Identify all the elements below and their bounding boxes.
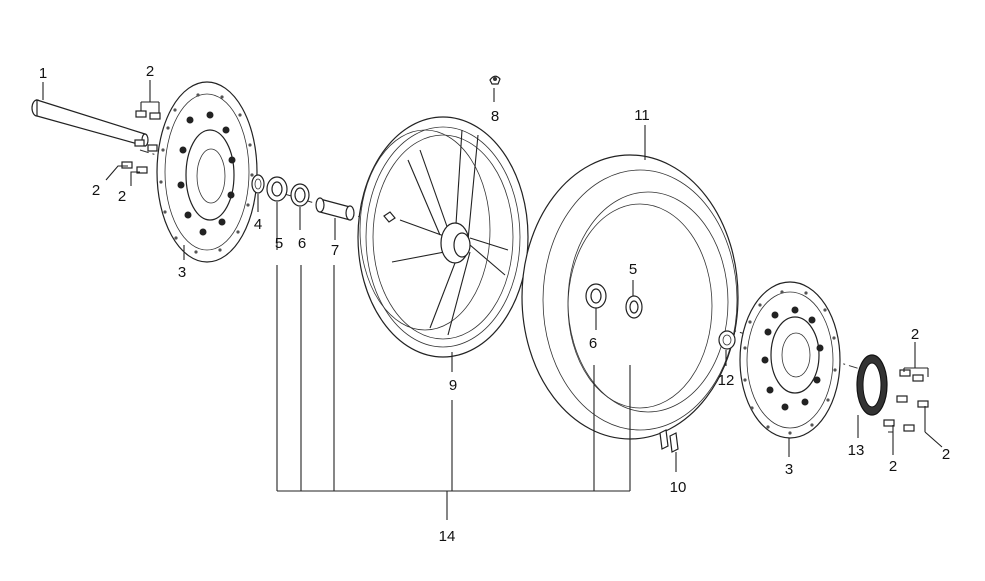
- callout-labels: 1 2 2 2 3 4 5 6 7 8 11 5 6 9 12 2 13 3 2…: [39, 63, 950, 545]
- callout-5-left: 5: [275, 235, 283, 252]
- collar: [315, 197, 355, 221]
- oil-seal-right: [625, 295, 643, 319]
- callout-3-left: 3: [178, 264, 186, 281]
- callout-7: 7: [331, 242, 339, 259]
- oil-seal-left: [266, 176, 288, 202]
- axle-shaft: [31, 99, 149, 147]
- callout-12: 12: [718, 372, 735, 389]
- tone-ring: [856, 354, 888, 416]
- disc-bolts-right: [883, 369, 929, 432]
- callout-11: 11: [634, 107, 650, 124]
- balance-weights: [659, 429, 679, 453]
- callout-2-left-a: 2: [92, 182, 100, 199]
- bearing-left: [290, 183, 310, 207]
- brake-disc-right: [739, 281, 841, 439]
- callout-9: 9: [449, 377, 457, 394]
- callout-1: 1: [39, 65, 47, 82]
- callout-10: 10: [670, 479, 687, 496]
- wheel-rim: [357, 116, 529, 358]
- disc-bolts-left: [121, 110, 161, 174]
- callout-13: 13: [848, 442, 865, 459]
- callout-2-left-b: 2: [118, 188, 126, 205]
- callout-4: 4: [254, 216, 262, 233]
- bearing-right: [585, 283, 607, 309]
- callout-2-top-left: 2: [146, 63, 154, 80]
- callout-6-right: 6: [589, 335, 597, 352]
- callout-3-right: 3: [785, 461, 793, 478]
- spacer-right: [718, 330, 736, 350]
- spacer-left: [251, 174, 265, 194]
- callout-2-right-top: 2: [911, 326, 919, 343]
- valve-stem: [489, 75, 501, 85]
- callout-2-right-a: 2: [889, 458, 897, 475]
- callout-14: 14: [439, 528, 456, 545]
- callout-5-right: 5: [629, 261, 637, 278]
- callout-8: 8: [491, 108, 499, 125]
- callout-6-left: 6: [298, 235, 306, 252]
- brake-disc-left: [156, 81, 258, 263]
- callout-2-right-b: 2: [942, 446, 950, 463]
- leader-lines: [42, 80, 943, 520]
